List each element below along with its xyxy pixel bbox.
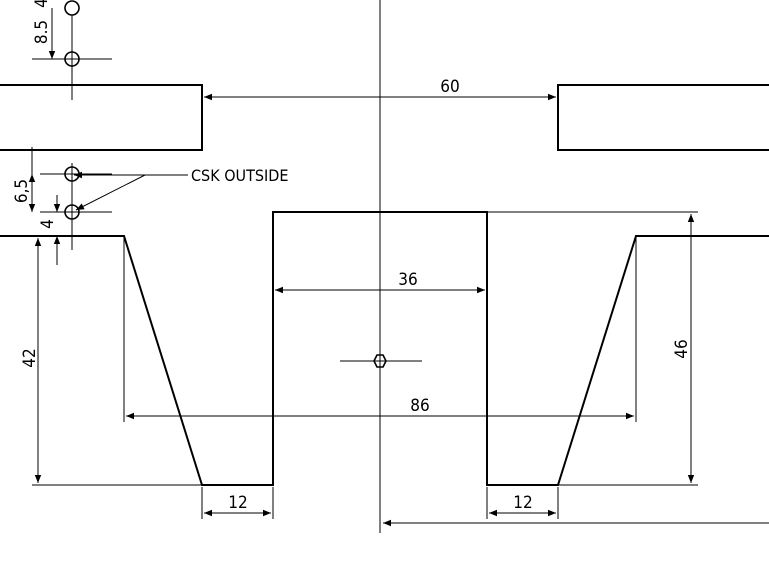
csk-note: CSK OUTSIDE [191,166,288,185]
dim-label-bottom-span: 86 [410,396,429,416]
hole-top-clipped [64,0,80,16]
dim-label-hole-pitch: 6,5 [12,179,32,203]
profile-outline [0,211,769,486]
dim-label-right-height: 46 [672,339,692,358]
dim-label-top-gap: 60 [440,77,459,97]
top-right-plate [557,84,769,151]
dim-label-hole-pitch-top: 8.5 [32,20,52,44]
top-left-plate [0,84,203,151]
dim-label-foot-left: 12 [228,493,247,513]
dim-label-center-width: 36 [398,270,417,290]
csk-leader-2 [75,174,146,211]
dim-label-hole-top-clip: 4 [32,0,52,8]
dim-label-left-height: 42 [20,348,40,367]
dim-label-hole-edge: 4 [38,219,58,229]
dim-label-foot-right: 12 [513,493,532,513]
